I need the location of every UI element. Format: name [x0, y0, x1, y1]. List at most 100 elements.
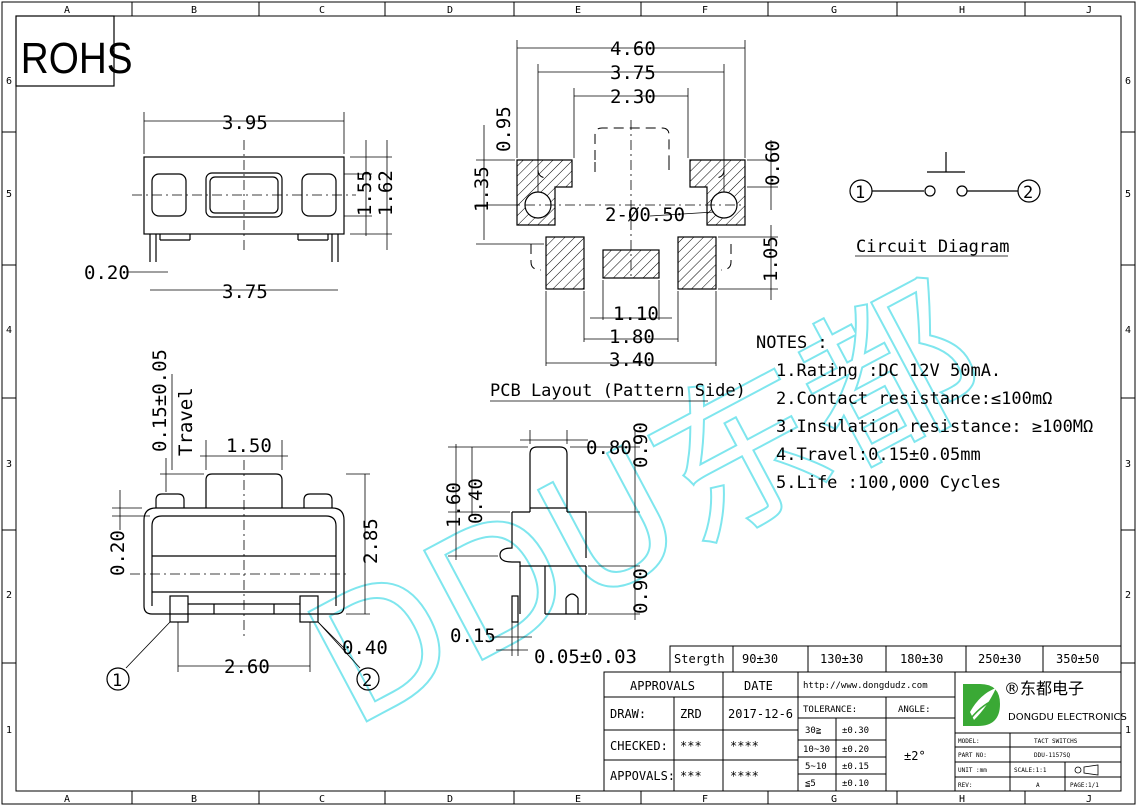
grid-column-label: D — [447, 794, 453, 805]
top-height-b: 1.62 — [375, 170, 397, 216]
tolerance-value: ±0.20 — [842, 745, 869, 755]
strength-value: 350±50 — [1056, 652, 1099, 666]
note-item: 3.Insulation resistance: ≥100MΩ — [776, 417, 1093, 437]
checked-date: **** — [730, 739, 759, 753]
appovals-by: *** — [680, 769, 702, 783]
grid-column-label: C — [319, 5, 325, 16]
pcb-dim-095: 0.95 — [493, 106, 515, 152]
grid-row-label: 3 — [1125, 459, 1131, 470]
grid-column-label: J — [1086, 794, 1092, 805]
model-label: MODEL: — [958, 738, 980, 745]
grid-row-label: 2 — [1125, 590, 1131, 601]
scale-label: SCALE:1:1 — [1014, 767, 1047, 774]
grid-column-label: A — [64, 5, 70, 16]
company-name-cn: ®东都电子 — [1004, 679, 1084, 698]
pcb-dim-230: 2.30 — [610, 86, 656, 108]
date-label: DATE — [744, 679, 773, 693]
grid-row-label: 1 — [1125, 725, 1131, 736]
note-item: 4.Travel:0.15±0.05mm — [776, 445, 981, 465]
strength-table — [669, 645, 1122, 673]
circuit-pin2: 2 — [1023, 183, 1033, 203]
side-dim-005: 0.05±0.03 — [534, 646, 637, 668]
tolerance-value: ±0.30 — [842, 726, 869, 736]
company-logo — [963, 684, 1000, 726]
page-label: PAGE:1/1 — [1070, 782, 1099, 789]
front-dim-040: 0.40 — [342, 637, 388, 659]
note-item: 2.Contact resistance:≤100mΩ — [776, 389, 1052, 409]
part-value: DDU-1157SQ — [1034, 752, 1071, 759]
tolerance-range: 30≧ — [805, 726, 822, 736]
pcb-dim-060: 0.60 — [762, 140, 784, 186]
tolerance-range: 5~10 — [805, 762, 827, 772]
front-dim-020: 0.20 — [107, 530, 129, 576]
rev-value: A — [1036, 782, 1040, 789]
grid-column-label: B — [191, 5, 197, 16]
notes-title: NOTES : — [756, 333, 828, 353]
company-name-en: DONGDU ELECTRONICS — [1008, 712, 1127, 723]
grid-row-label: 6 — [1125, 76, 1131, 87]
tolerance-value: ±0.10 — [842, 779, 869, 789]
front-pin1: 1 — [112, 671, 122, 691]
pcb-dim-460: 4.60 — [610, 38, 656, 60]
top-width-top: 3.95 — [222, 112, 268, 134]
grid-column-label: C — [319, 794, 325, 805]
note-item: 1.Rating :DC 12V 50mA. — [776, 361, 1001, 381]
strength-header: Stergth — [674, 652, 725, 666]
grid-column-label: D — [447, 5, 453, 16]
pcb-dim-180: 1.80 — [609, 326, 655, 348]
grid-row-label: 4 — [1125, 325, 1131, 336]
pcb-dim-375: 3.75 — [610, 62, 656, 84]
rohs-box — [15, 15, 115, 87]
front-travel-label: Travel — [175, 387, 197, 456]
grid-column-label: B — [191, 794, 197, 805]
circuit-diagram — [849, 152, 1041, 257]
model-value: TACT SWITCHS — [1034, 738, 1078, 745]
tolerance-label: TOLERANCE: — [803, 705, 857, 715]
pcb-dim-135: 1.35 — [471, 166, 493, 212]
grid-row-label: 5 — [1125, 189, 1131, 200]
pcb-dim-110: 1.10 — [613, 303, 659, 325]
grid-column-label: E — [575, 794, 581, 805]
side-dim-040: 0.40 — [465, 478, 487, 524]
pcb-layout — [476, 40, 778, 402]
angle-label: ANGLE: — [898, 705, 931, 715]
tolerance-range: ≦5 — [805, 779, 816, 789]
side-dim-015: 0.15 — [450, 625, 496, 647]
grid-row-label: 6 — [6, 76, 12, 87]
grid-column-label: E — [575, 5, 581, 16]
strength-value: 90±30 — [742, 652, 778, 666]
strength-value: 250±30 — [978, 652, 1021, 666]
notes-block: NOTES : 1.Rating :DC 12V 50mA. 2.Contact… — [756, 333, 1093, 493]
top-lead-width: 0.20 — [84, 262, 130, 284]
draw-label: DRAW: — [610, 707, 646, 721]
grid-row-label: 2 — [6, 590, 12, 601]
checked-label: CHECKED: — [610, 739, 668, 753]
grid-row-label: 3 — [6, 459, 12, 470]
grid-column-label: A — [64, 794, 70, 805]
appovals-label: APPOVALS: — [610, 769, 675, 783]
side-dim-090-bottom: 0.90 — [630, 568, 652, 614]
grid-row-label: 5 — [6, 189, 12, 200]
draw-by: ZRD — [680, 707, 702, 721]
pcb-caption: PCB Layout (Pattern Side) — [490, 381, 746, 401]
rev-label: REV: — [958, 782, 972, 789]
top-view — [126, 112, 392, 291]
title-block — [603, 671, 1122, 792]
checked-by: *** — [680, 739, 702, 753]
appovals-date: **** — [730, 769, 759, 783]
front-dim-150: 1.50 — [226, 435, 272, 457]
tolerance-range: 10~30 — [803, 745, 830, 755]
grid-column-label: H — [959, 794, 965, 805]
part-label: PART NO: — [958, 752, 987, 759]
top-width-bottom: 3.75 — [222, 281, 268, 303]
grid-column-label: G — [831, 5, 837, 16]
side-dim-090-top: 0.90 — [630, 422, 652, 468]
grid-column-label: J — [1086, 5, 1092, 16]
strength-value: 180±30 — [900, 652, 943, 666]
approvals-label: APPROVALS — [630, 679, 695, 693]
side-dim-160: 1.60 — [443, 482, 465, 528]
